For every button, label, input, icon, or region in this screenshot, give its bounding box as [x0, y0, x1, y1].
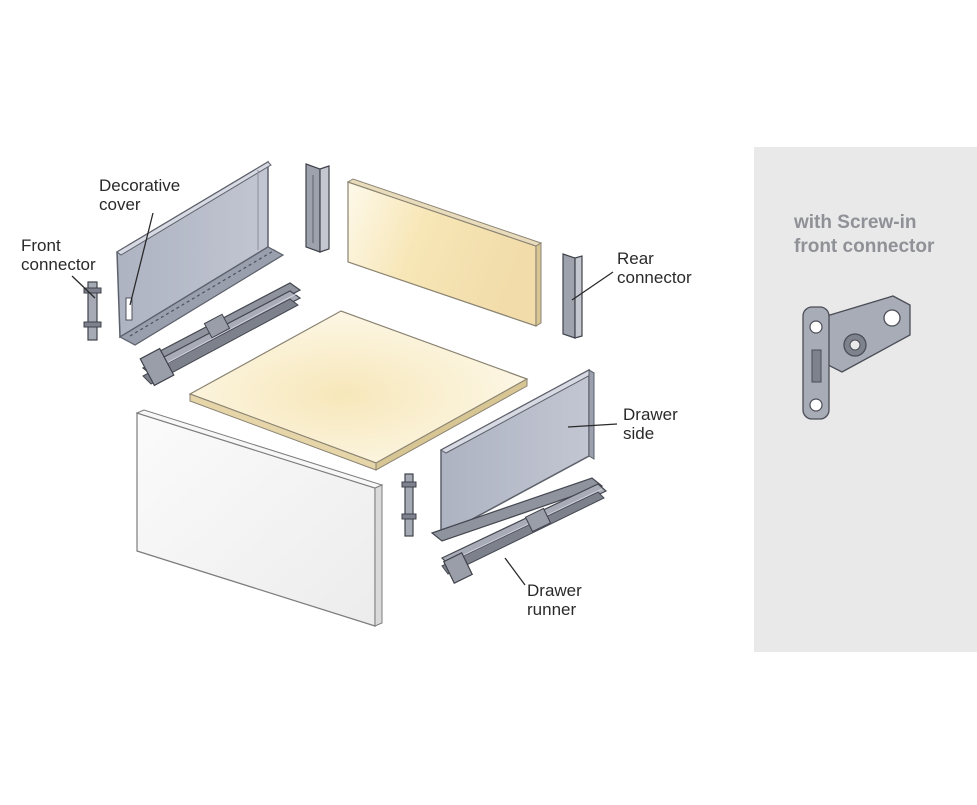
left-front-connector — [83, 281, 102, 341]
label-drawer-runner: Drawer runner — [527, 581, 582, 619]
leader-lines — [71, 212, 618, 586]
rear-panel — [346, 178, 543, 327]
panel-title-line-2: front connector — [794, 236, 935, 257]
left-drawer-side — [116, 160, 285, 346]
left-drawer-runner — [139, 282, 302, 387]
right-drawer-side — [439, 368, 596, 538]
label-rear-connector: Rear connector — [617, 249, 692, 287]
right-rear-connector — [562, 253, 583, 339]
right-front-connector — [401, 473, 417, 537]
right-drawer-runner — [430, 477, 608, 584]
label-decorative-cover: Decorative cover — [99, 176, 181, 214]
label-drawer-side: Drawer side — [623, 405, 678, 443]
drawer-bottom — [188, 310, 529, 471]
panel-title-line-1: with Screw-in — [794, 212, 917, 233]
left-rear-connector — [305, 163, 330, 253]
label-front-connector: Front connector — [21, 236, 96, 274]
screw-in-front-connector-illustration — [754, 147, 977, 652]
front-panel — [135, 409, 384, 627]
